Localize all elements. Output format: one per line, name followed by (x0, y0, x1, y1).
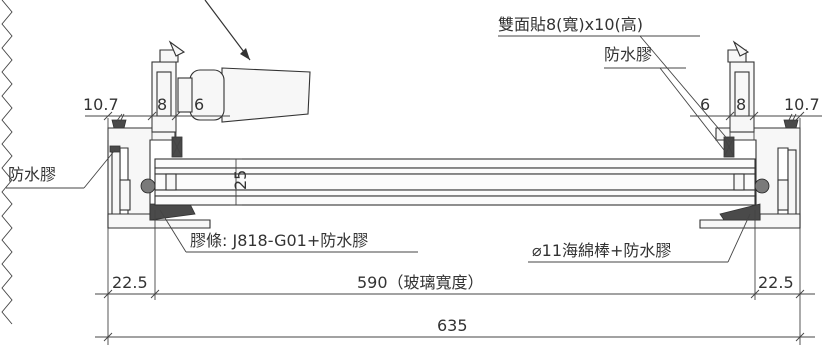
insulated-glass-unit (154, 158, 756, 206)
leader-top-left (204, 0, 251, 61)
leader-arrowhead (240, 48, 250, 60)
dim-right-inner-b: 8 (736, 95, 746, 114)
label-waterproof-left: 防水膠 (8, 165, 56, 184)
right-bottom-seal (719, 203, 761, 221)
label-gasket: 膠條: J818-G01+防水膠 (190, 231, 368, 250)
dim-right-offset: 22.5 (758, 273, 794, 292)
handling-tool (177, 67, 311, 123)
label-foam-rod: ⌀11海綿棒+防水膠 (532, 241, 671, 260)
label-double-tape: 雙面貼8(寬)x10(高) (498, 15, 643, 34)
dim-left-edge: 10.7 (83, 95, 119, 114)
left-bottom-seal (149, 203, 196, 221)
dim-overall-width: 635 (437, 316, 468, 335)
left-foam-rod (140, 178, 156, 194)
break-line-left (1, 0, 13, 325)
dim-left-inner-b: 6 (194, 95, 204, 114)
dim-right-edge: 10.7 (784, 95, 820, 114)
dim-left-offset: 22.5 (112, 273, 148, 292)
left-sealant-strip (109, 145, 121, 153)
dim-glass-width: 590（玻璃寬度） (357, 273, 484, 292)
left-frame-profile (107, 40, 211, 229)
dim-right-inner-a: 6 (700, 95, 710, 114)
label-waterproof-right: 防水膠 (604, 45, 652, 64)
dim-glass-thickness: 25 (231, 170, 250, 190)
right-foam-rod (754, 178, 770, 194)
dim-left-inner-a: 8 (157, 95, 167, 114)
